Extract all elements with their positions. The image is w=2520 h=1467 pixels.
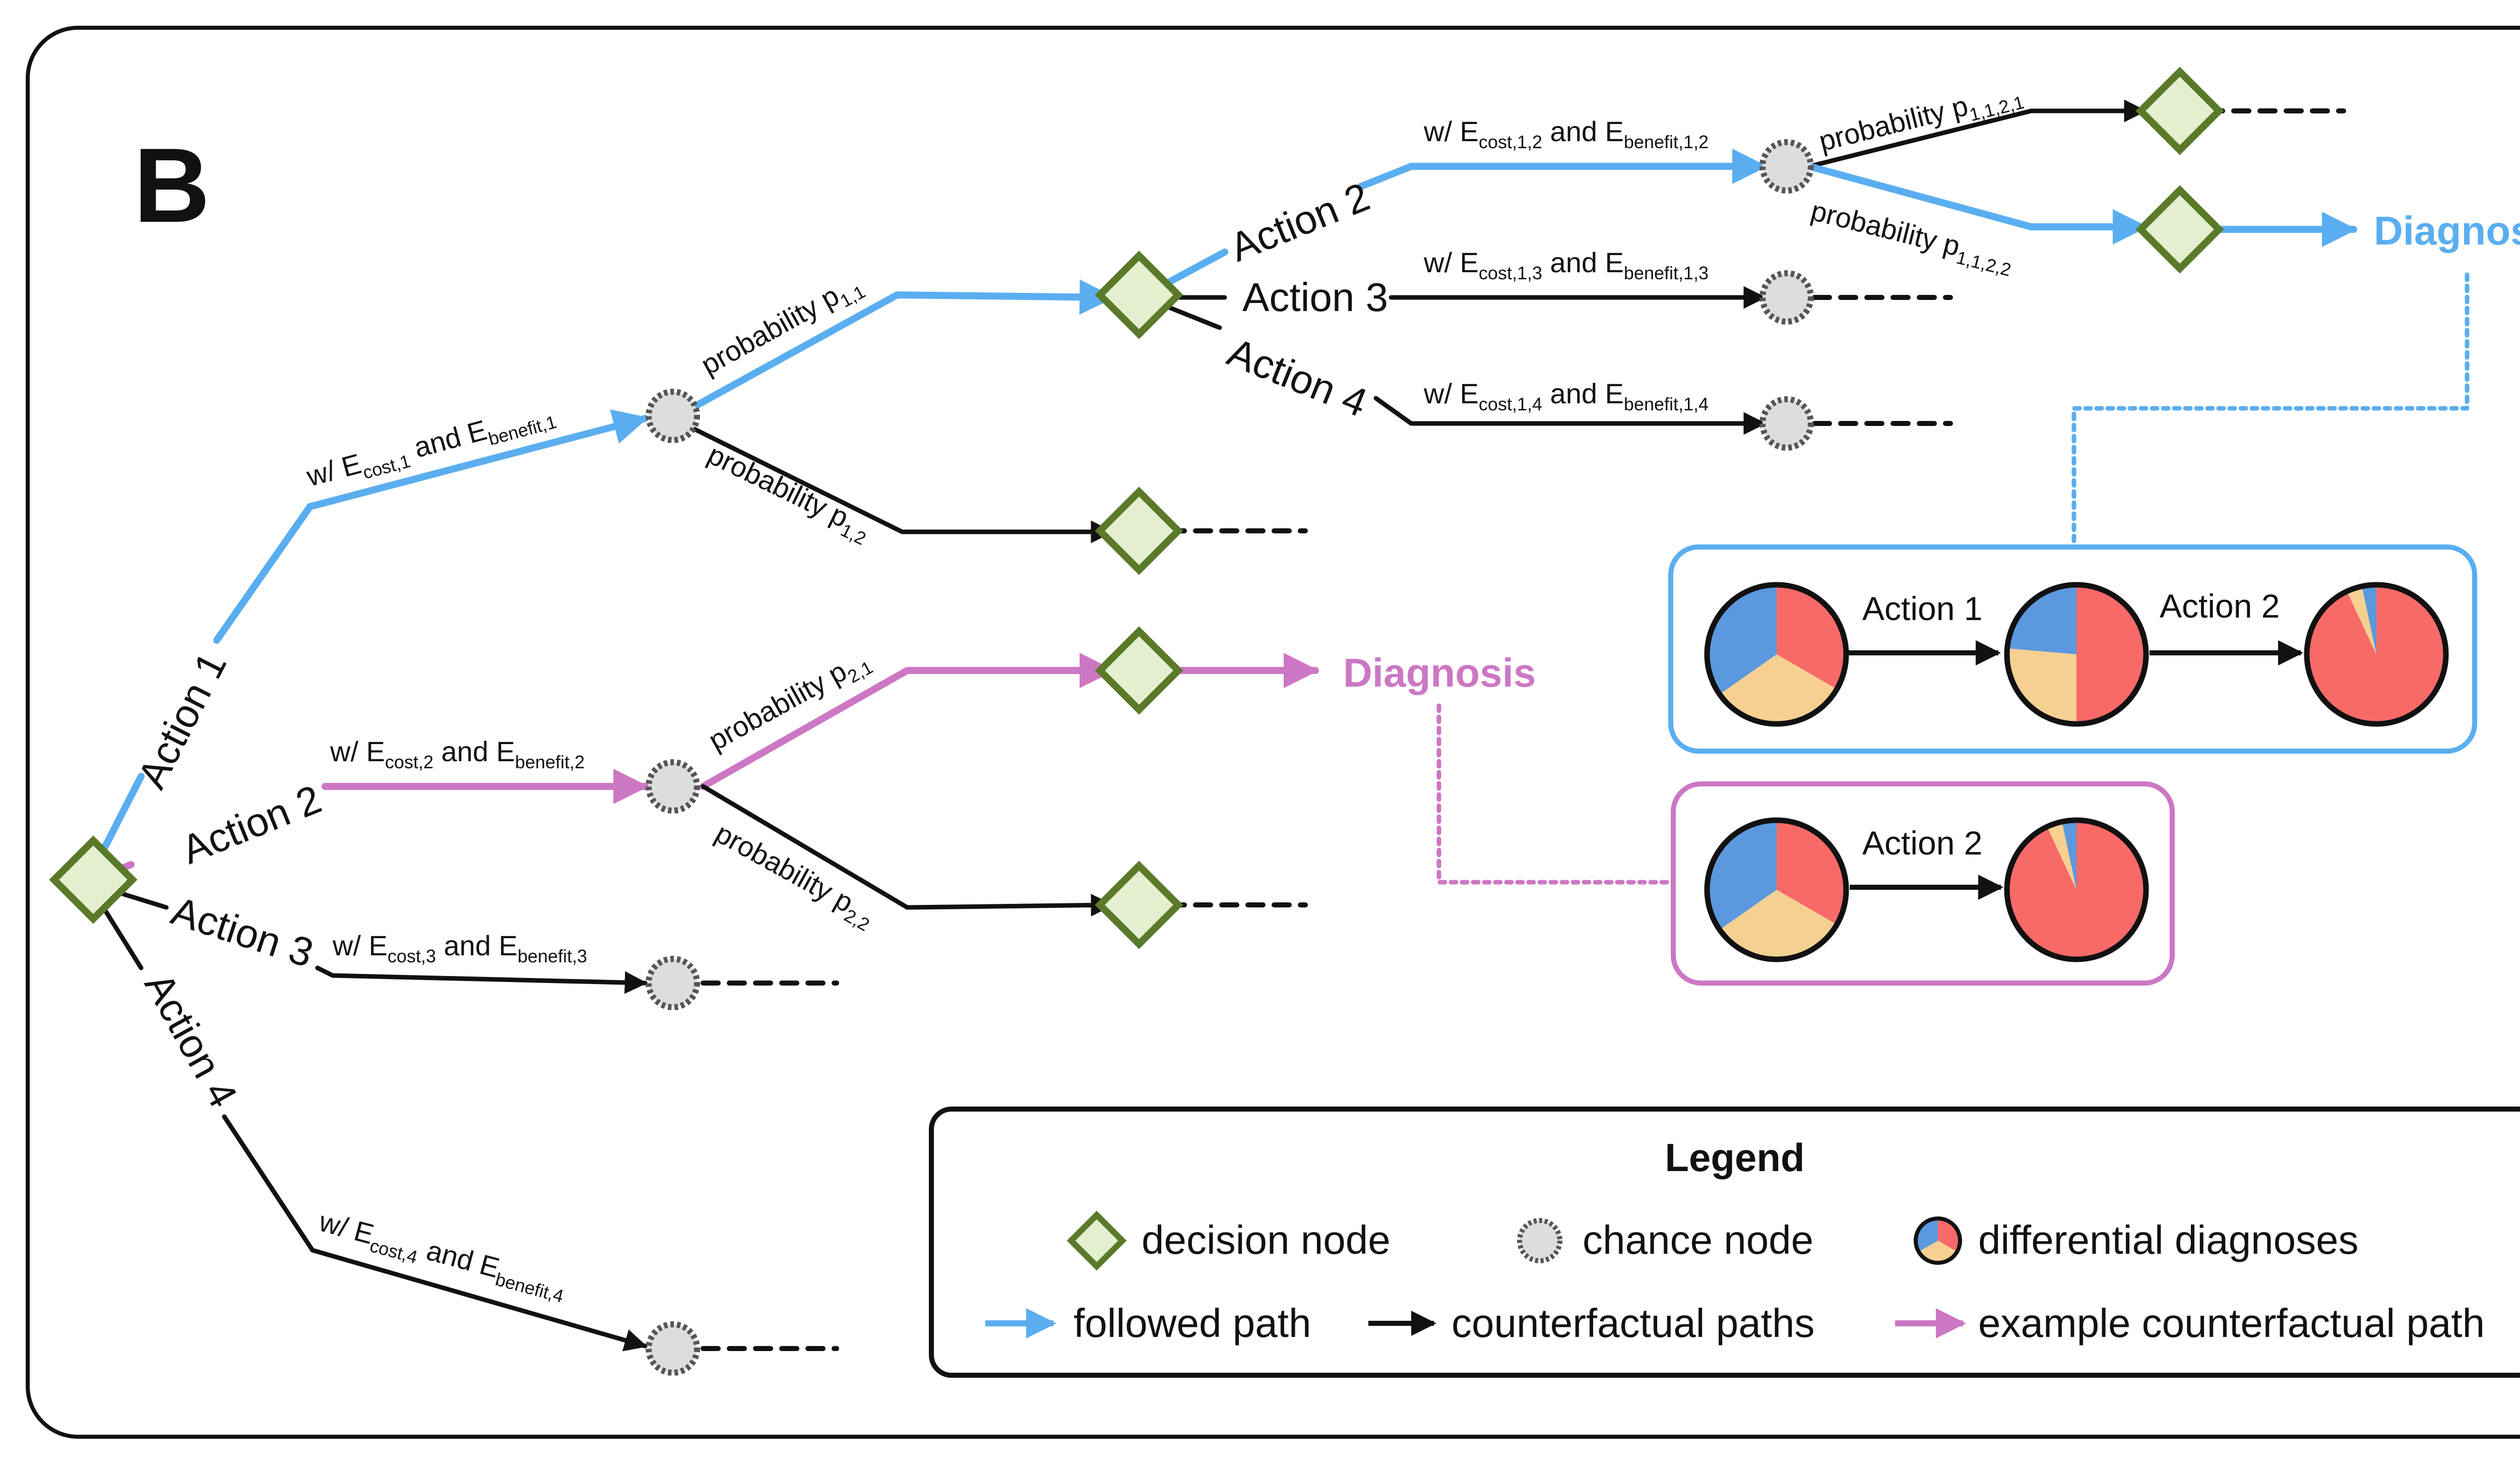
legend-decision-label: decision node xyxy=(1142,1217,1391,1262)
pieB1-slice-1 xyxy=(1719,654,1837,724)
edge-1-action2-cont xyxy=(1357,149,1768,190)
inset-followed-path: Action 1 Action 2 xyxy=(1668,544,2477,754)
decision-nodes xyxy=(49,67,2224,949)
legend-differential-label: differential diagnoses xyxy=(1978,1217,2359,1262)
inset-blue-action-a: Action 1 xyxy=(1862,590,1982,627)
legend-example-label: example counterfactual path xyxy=(1978,1301,2485,1346)
edge-p12 xyxy=(670,416,1114,543)
chance-node-12 xyxy=(1759,139,1814,194)
pieB3-outline xyxy=(2304,582,2449,727)
chance-node-1 xyxy=(646,389,700,443)
edge-1-action4 xyxy=(1167,305,1222,330)
edge-p11 xyxy=(669,279,1115,422)
label-w12: w/ Ecost,1,2 and Ebenefit,1,2 xyxy=(1423,115,1709,152)
chance-node-14 xyxy=(1759,396,1814,451)
legend-differential-icon xyxy=(1914,1216,1962,1265)
decision-node-22 xyxy=(1095,861,1183,949)
legend-chance-label: chance node xyxy=(1583,1217,1813,1262)
label-w3: w/ Ecost,3 and Ebenefit,3 xyxy=(332,930,587,966)
edges xyxy=(87,99,2470,1352)
panel-label: B xyxy=(134,126,210,244)
pieP1-slice-1 xyxy=(1719,890,1837,959)
pieB1-outline xyxy=(1704,582,1849,727)
connector-blue xyxy=(2071,272,2470,544)
decision-node-1122 xyxy=(2135,185,2224,274)
pieB3-slice-0 xyxy=(2307,585,2446,724)
label-w2: w/ Ecost,2 and Ebenefit,2 xyxy=(330,736,585,772)
pie-pink-1 xyxy=(1704,817,1849,962)
pieB2-slice-1 xyxy=(2006,648,2076,724)
inset-blue-action-b: Action 2 xyxy=(2160,587,2280,625)
chance-node-4 xyxy=(646,1321,700,1376)
legend-decision-icon xyxy=(1066,1210,1127,1271)
pie-blue-1 xyxy=(1704,582,1849,727)
figure-frame xyxy=(26,26,2520,1439)
pieP2-outline xyxy=(2004,817,2149,962)
edge-p22 xyxy=(701,784,1114,916)
decision-node-root xyxy=(49,835,138,924)
legend-chance-icon xyxy=(1517,1218,1562,1263)
edge-action4-cont xyxy=(222,1114,648,1352)
edge-1-action2 xyxy=(1156,249,1228,291)
legend-box xyxy=(929,1107,2520,1378)
inset-pink-action-a: Action 2 xyxy=(1862,824,1982,862)
inset-example-path: Action 2 xyxy=(1671,781,2175,986)
legend-followed-label: followed path xyxy=(1074,1301,1311,1346)
pieP1-outline xyxy=(1704,817,1849,962)
decision-node-21 xyxy=(1095,626,1183,715)
label-w13: w/ Ecost,1,3 and Ebenefit,1,3 xyxy=(1423,247,1709,283)
pieB3-slice-2 xyxy=(2362,585,2376,654)
legend-title: Legend xyxy=(1665,1135,1804,1180)
edge-p1121 xyxy=(1807,99,2147,169)
decision-node-12 xyxy=(1095,486,1183,575)
pieB2-slice-2 xyxy=(2007,584,2076,654)
decision-node-1121 xyxy=(2135,67,2224,155)
pieB2-outline xyxy=(2004,582,2149,727)
diagnosis-label-blue: Diagnosis xyxy=(2374,208,2520,253)
pieLegend-slice-1 xyxy=(1918,1241,1958,1263)
chance-node-3 xyxy=(646,956,700,1010)
chance-node-2 xyxy=(646,759,700,814)
pieLegend-outline xyxy=(1914,1216,1962,1265)
decision-node-1 xyxy=(1095,251,1183,339)
connector-pink xyxy=(1436,703,1676,885)
pie-blue-3 xyxy=(2304,582,2449,727)
label-w14: w/ Ecost,1,4 and Ebenefit,1,4 xyxy=(1423,378,1709,414)
edge-p1122 xyxy=(1806,163,2148,244)
diagnosis-label-pink: Diagnosis xyxy=(1343,650,1536,695)
chance-node-13 xyxy=(1759,270,1814,325)
edge-1-action4-cont xyxy=(1373,396,1767,435)
edge-action3-cont xyxy=(315,965,648,994)
chance-nodes xyxy=(646,139,1814,1376)
edge-action1-cont xyxy=(213,409,649,644)
legend: Legend decision node chance node differe… xyxy=(929,1107,2520,1378)
label-1-action3: Action 3 xyxy=(1242,275,1388,320)
edge-p21 xyxy=(700,653,1115,790)
pie-pink-2 xyxy=(2004,817,2149,962)
pieB3-slice-1 xyxy=(2347,586,2376,654)
pieP2-slice-1 xyxy=(2047,822,2076,890)
pie-blue-2 xyxy=(2004,582,2149,727)
pieB2-slice-0 xyxy=(2076,585,2146,724)
legend-counterfactual-label: counterfactual paths xyxy=(1452,1301,1814,1346)
pieP2-slice-2 xyxy=(2062,820,2076,890)
